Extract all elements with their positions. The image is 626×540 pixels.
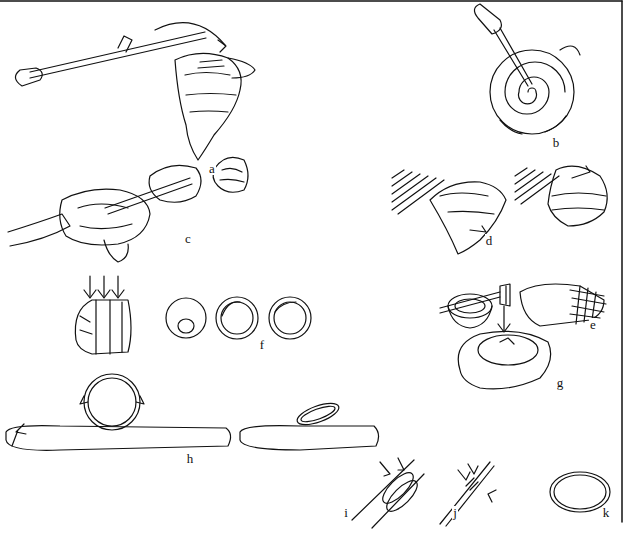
panel-letter: c: [184, 232, 192, 245]
panel-letter: e: [589, 318, 597, 331]
panel-letter: b: [552, 136, 561, 149]
panel-letter: f: [259, 338, 265, 351]
panel-letter: g: [556, 376, 565, 389]
panel-letter: k: [602, 506, 611, 519]
panel-letter: h: [186, 452, 195, 465]
panel-letter: j: [452, 506, 458, 519]
panel-letter: d: [485, 234, 494, 247]
panel-letter: a: [208, 162, 216, 175]
panel-letter: i: [343, 506, 349, 519]
